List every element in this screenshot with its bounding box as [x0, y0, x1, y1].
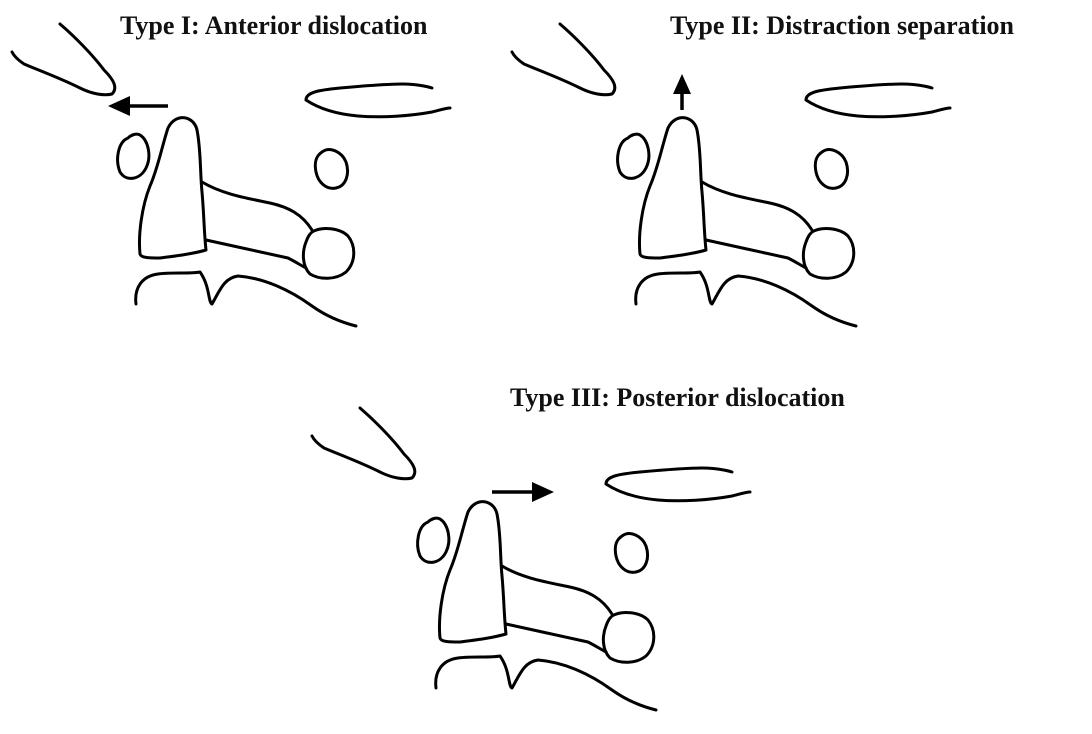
arrow-up-type-2 — [673, 74, 691, 110]
junction-sketch-type-3 — [312, 408, 750, 710]
arrow-left-type-1 — [108, 96, 168, 116]
junction-sketch-type-2 — [512, 24, 950, 326]
panel-type-2: Type II: Distraction separation — [512, 11, 1015, 326]
junction-sketch-type-1 — [12, 24, 450, 326]
panel-type-1: Type I: Anterior dislocation — [12, 11, 450, 326]
panel-type-3: Type III: Posterior dislocation — [312, 383, 845, 710]
panel-title-type-3: Type III: Posterior dislocation — [510, 383, 845, 412]
arrow-right-type-3 — [492, 482, 554, 502]
panel-title-type-1: Type I: Anterior dislocation — [120, 11, 428, 40]
panel-title-type-2: Type II: Distraction separation — [670, 11, 1015, 40]
